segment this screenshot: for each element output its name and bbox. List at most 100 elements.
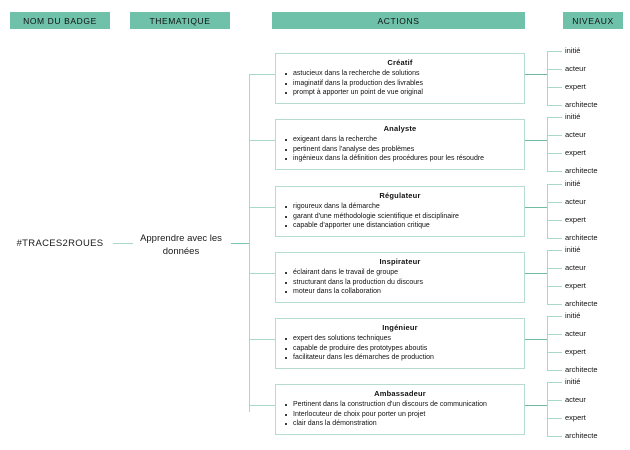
action-box-title: Créatif [387, 58, 413, 67]
action-bullet: capable de produire des prototypes about… [281, 344, 519, 354]
level-label: initié [565, 377, 581, 386]
level-branch [547, 352, 562, 353]
action-bullet: rigoureux dans la démarche [281, 202, 519, 212]
level-label: architecte [565, 365, 598, 374]
action-bullet: éclairant dans le travail de groupe [281, 268, 519, 278]
level-branch [547, 117, 562, 118]
level-label: expert [565, 148, 586, 157]
stub-right [525, 273, 547, 274]
action-bullet: facilitateur dans les démarches de produ… [281, 353, 519, 363]
level-label: expert [565, 82, 586, 91]
branch-left [249, 273, 275, 274]
action-bullet: Interlocuteur de choix pour porter un pr… [281, 410, 519, 420]
stub-right [525, 405, 547, 406]
level-branch [547, 400, 562, 401]
level-label: architecte [565, 166, 598, 175]
level-branch [547, 304, 562, 305]
header-actions-label: ACTIONS [377, 15, 420, 26]
action-box-title: Ingénieur [382, 323, 418, 332]
level-branch [547, 436, 562, 437]
action-bullet-list: Pertinent dans la construction d'un disc… [281, 400, 519, 429]
tree-spine-left [249, 75, 250, 412]
level-label: acteur [565, 263, 586, 272]
level-spine [547, 184, 548, 238]
level-branch [547, 316, 562, 317]
thematique-name: Apprendre avec les données [140, 233, 222, 257]
badge-name: #TRACES2ROUES [16, 238, 104, 249]
action-bullet: imaginatif dans la production des livrab… [281, 79, 519, 89]
header-niveaux: NIVEAUX [563, 12, 623, 29]
level-branch [547, 202, 562, 203]
level-label: acteur [565, 197, 586, 206]
level-label: initié [565, 112, 581, 121]
connector-thematique-to-trunk [231, 243, 249, 244]
level-label: initié [565, 46, 581, 55]
header-niveaux-label: NIVEAUX [572, 15, 614, 26]
action-bullet: expert des solutions techniques [281, 334, 519, 344]
action-box-title: Analyste [383, 124, 417, 133]
level-branch [547, 171, 562, 172]
level-label: acteur [565, 130, 586, 139]
action-box[interactable]: Ingénieur expert des solutions techniques… [275, 318, 525, 369]
level-label: architecte [565, 233, 598, 242]
header-nom-du-badge: NOM DU BADGE [10, 12, 110, 29]
level-label: expert [565, 347, 586, 356]
level-branch [547, 220, 562, 221]
level-spine [547, 382, 548, 436]
stub-right [525, 140, 547, 141]
action-box-title: Ambassadeur [374, 389, 426, 398]
action-bullet-list: astucieux dans la recherche de solutions… [281, 69, 519, 98]
level-spine [547, 117, 548, 171]
branch-left [249, 207, 275, 208]
action-box-title: Régulateur [379, 191, 421, 200]
action-bullet: ingénieux dans la définition des procédu… [281, 154, 519, 164]
level-spine [547, 316, 548, 370]
level-label: acteur [565, 64, 586, 73]
level-label: expert [565, 215, 586, 224]
level-branch [547, 51, 562, 52]
action-bullet: exigeant dans la recherche [281, 135, 519, 145]
action-bullet: moteur dans la collaboration [281, 287, 519, 297]
action-bullet: pertinent dans l'analyse des problèmes [281, 145, 519, 155]
action-bullet: Pertinent dans la construction d'un disc… [281, 400, 519, 410]
level-branch [547, 135, 562, 136]
connector-badge-to-thematique [113, 243, 133, 244]
level-branch [547, 370, 562, 371]
level-branch [547, 238, 562, 239]
level-spine [547, 250, 548, 304]
header-actions: ACTIONS [272, 12, 525, 29]
level-label: expert [565, 413, 586, 422]
level-branch [547, 334, 562, 335]
level-branch [547, 105, 562, 106]
action-bullet: prompt à apporter un point de vue origin… [281, 88, 519, 98]
level-label: expert [565, 281, 586, 290]
action-box[interactable]: Créatif astucieux dans la recherche de so… [275, 53, 525, 104]
branch-left [249, 140, 275, 141]
level-branch [547, 87, 562, 88]
branch-left [249, 339, 275, 340]
action-bullet: garant d'une méthodologie scientifique e… [281, 212, 519, 222]
level-branch [547, 382, 562, 383]
level-label: architecte [565, 299, 598, 308]
header-thematique: THEMATIQUE [130, 12, 230, 29]
action-bullet: structurant dans la production du discou… [281, 278, 519, 288]
level-label: architecte [565, 100, 598, 109]
level-label: acteur [565, 395, 586, 404]
level-label: initié [565, 311, 581, 320]
header-thematique-label: THEMATIQUE [149, 15, 211, 26]
branch-left [249, 405, 275, 406]
stub-right [525, 339, 547, 340]
header-nom-du-badge-label: NOM DU BADGE [23, 15, 97, 26]
level-branch [547, 418, 562, 419]
level-branch [547, 268, 562, 269]
level-label: acteur [565, 329, 586, 338]
stub-right [525, 74, 547, 75]
level-label: initié [565, 179, 581, 188]
level-branch [547, 184, 562, 185]
